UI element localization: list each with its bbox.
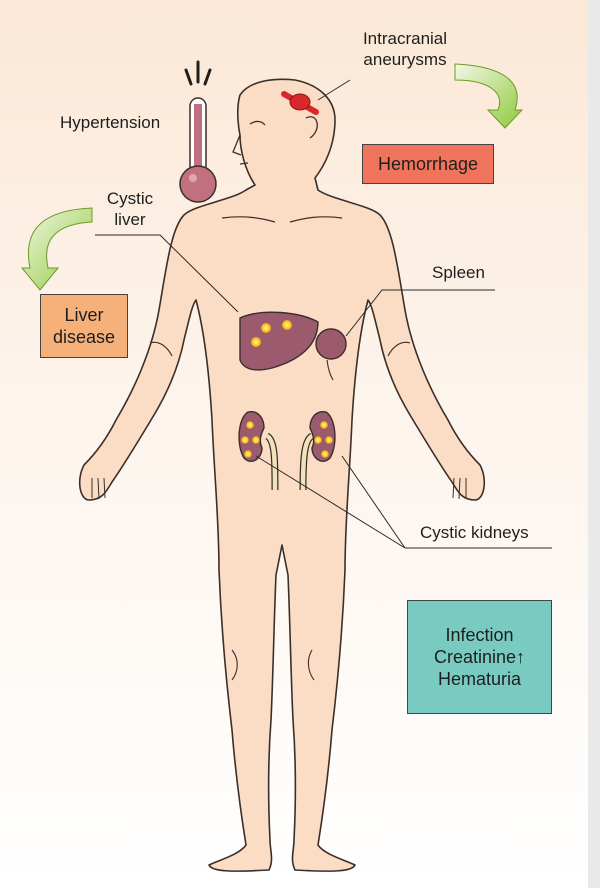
aneurysm-icon [281,91,319,115]
cystic-kidneys-label: Cystic kidneys [420,523,529,542]
page-edge-strip [588,0,600,888]
kidney-left [238,411,279,491]
thermometer-icon [179,60,217,203]
kidney-cyst [320,421,328,429]
liver-cyst [261,323,271,333]
mouth [239,162,249,165]
eye [249,120,266,126]
kidney-effects-box: Infection Creatinine↑ Hematuria [407,600,552,714]
liver-cyst [282,320,292,330]
kidney-cyst [244,450,252,458]
kidney-right [299,411,336,491]
fingers-left [91,477,106,500]
kidney-cyst [321,450,329,458]
leader-lines [95,79,552,549]
liver-organ [239,311,319,371]
spleen-organ [315,328,347,360]
elbow-left [149,341,173,357]
cystic-liver-label: Cystic liver [106,189,154,229]
knee-right [307,649,315,681]
liver-cyst [251,337,261,347]
fingers-right [452,477,467,500]
hemorrhage-box: Hemorrhage [362,144,494,184]
kidney-cyst [325,436,333,444]
curved-arrow-icon [454,63,524,129]
collarbones [221,216,343,223]
knee-left [231,649,238,681]
kidney-cyst [246,421,254,429]
kidney-cyst [252,436,260,444]
hypertension-label: Hypertension [60,113,161,132]
elbow-right [387,341,411,357]
liver-disease-box: Liver disease [40,294,128,358]
curved-arrow-icon [20,207,93,291]
ear [305,116,318,139]
spleen-label: Spleen [432,263,485,282]
intracranial-aneurysms-label: Intracranial aneurysms [362,29,448,69]
kidney-cyst [314,436,322,444]
nose [232,134,242,156]
human-body [78,78,486,872]
kidney-cyst [241,436,249,444]
